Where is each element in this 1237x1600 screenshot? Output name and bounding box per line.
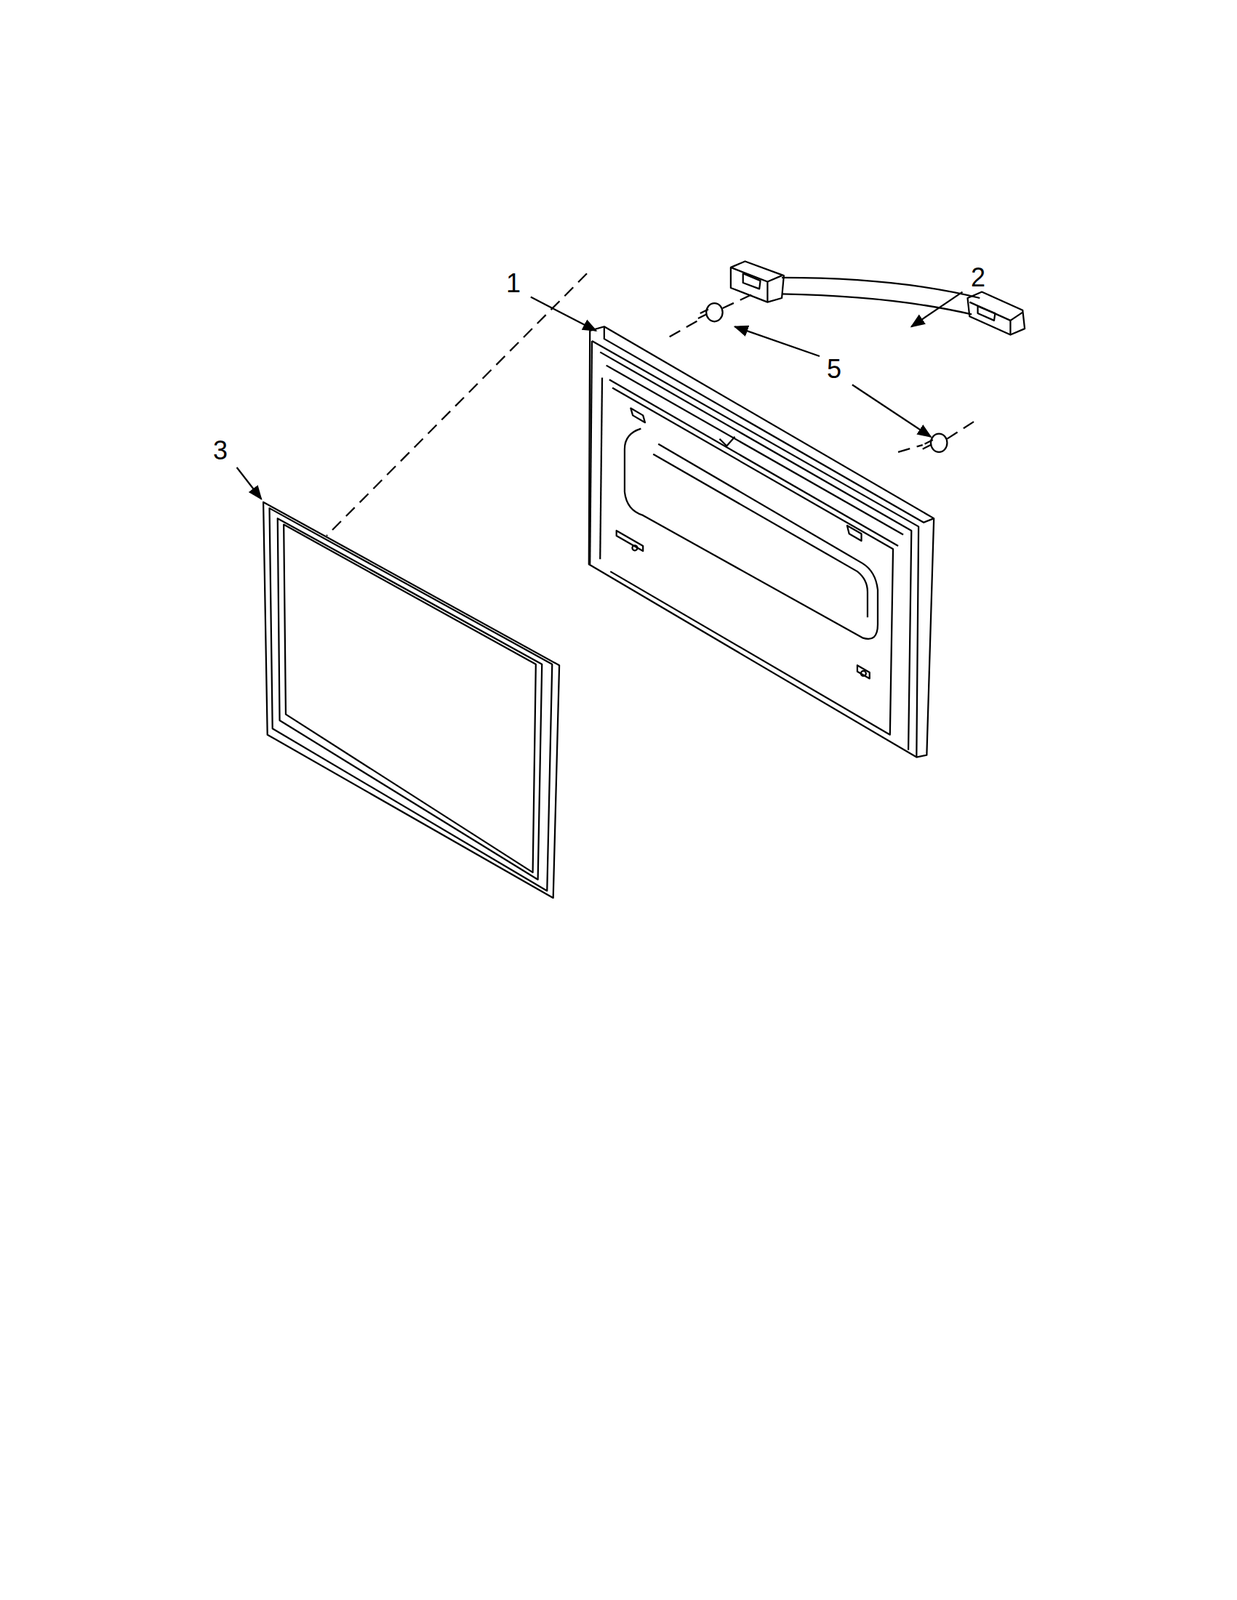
door-gasket <box>263 502 560 899</box>
assembly-line <box>326 273 976 536</box>
callout-number: 1 <box>506 270 521 297</box>
callout-number: 3 <box>213 437 228 464</box>
freezer-door <box>589 326 934 758</box>
leader-arrow <box>237 292 963 500</box>
callout-number: 2 <box>970 264 986 291</box>
screw <box>698 303 947 453</box>
door-handle <box>730 261 1025 335</box>
callout-number: 5 <box>826 356 842 383</box>
